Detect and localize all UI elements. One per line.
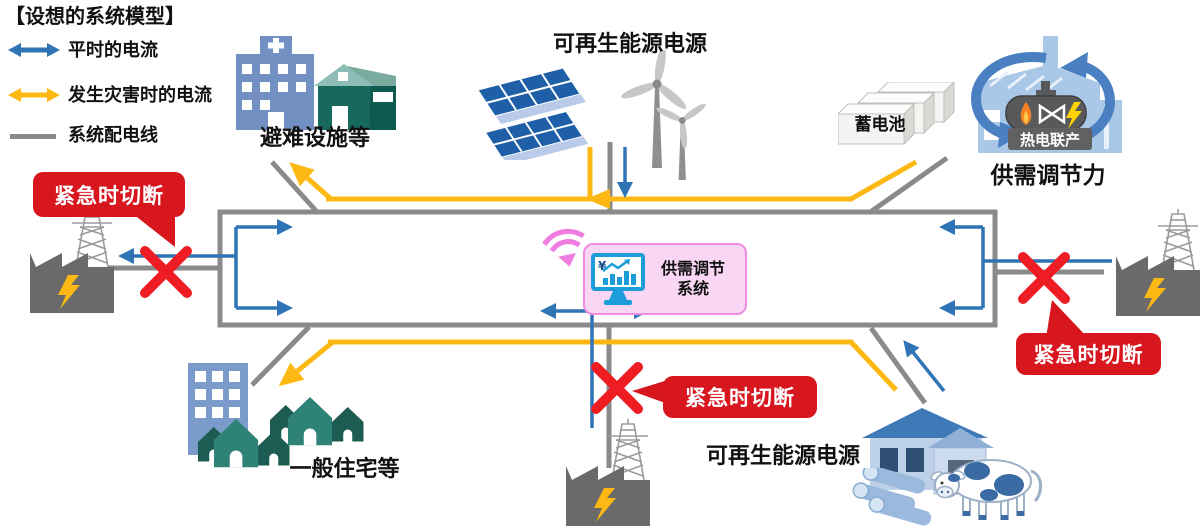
legend-normal-label: 平时的电流	[68, 40, 158, 61]
logs-icon	[852, 468, 932, 526]
residential-icon	[188, 363, 364, 468]
legend-normal-arrow	[8, 43, 60, 57]
page-title: 【设想的系统模型】	[5, 4, 185, 28]
emergency-cutoff-badge-right: 紧急时切断	[1016, 333, 1161, 375]
emergency-cutoff-label: 紧急时切断	[1033, 343, 1144, 367]
wind-turbines-icon	[621, 50, 706, 180]
bolt-icon	[58, 275, 80, 309]
emergency-cutoff-label: 紧急时切断	[54, 183, 164, 208]
legend-line-swatch	[10, 134, 56, 139]
transmission-tower-icon	[608, 419, 648, 481]
house-icon	[258, 431, 290, 466]
monitor-currency: ¥	[598, 259, 607, 273]
shelter-label: 避难设施等	[259, 126, 370, 151]
adjustment-capacity-label: 供需调节力	[990, 163, 1106, 189]
renewable-bottom-label: 可再生能源电源	[705, 444, 860, 469]
cutoff-x-right	[1018, 252, 1070, 304]
house-icon	[214, 419, 259, 468]
legend-line-label: 系统配电线	[68, 125, 158, 146]
residential-label: 一般住宅等	[289, 457, 400, 482]
chp-label: 热电联产	[1019, 130, 1080, 149]
control-system-label-line2: 系统	[676, 279, 709, 298]
bolt-icon	[594, 488, 616, 522]
cow-icon	[930, 459, 1042, 520]
battery-label: 蓄电池	[854, 115, 906, 135]
wind-turbine-large	[621, 50, 687, 168]
factory-icon-left	[30, 206, 114, 313]
cutoff-x-bottom	[591, 362, 643, 414]
solar-panels-icon	[477, 67, 589, 160]
chp-engine	[1005, 81, 1087, 131]
chp-label-badge: 热电联产	[1008, 128, 1092, 150]
bolt-icon	[1066, 102, 1082, 129]
cutoff-x-left	[140, 246, 192, 298]
battery-icon	[838, 82, 955, 146]
control-system-label: 供需调节 系统	[647, 259, 739, 299]
wind-turbine-small	[656, 103, 706, 180]
factory-icon-bottom	[566, 419, 650, 526]
valve-icon	[1038, 103, 1066, 125]
cutoff-x-marks	[140, 246, 1070, 414]
emergency-cutoff-badge-left: 紧急时切断	[33, 172, 185, 217]
gym-icon	[314, 64, 396, 130]
badge-tails	[128, 210, 1088, 404]
distribution-lines	[108, 142, 1104, 468]
emergency-cutoff-label: 紧急时切断	[685, 386, 795, 410]
bolt-icon	[1144, 278, 1166, 312]
transmission-tower-icon	[1158, 209, 1198, 271]
house-icon	[288, 397, 333, 446]
house-icon	[332, 407, 364, 442]
factory-icon-right	[1116, 209, 1200, 316]
shelter-icon	[236, 36, 396, 130]
renewable-top-label: 可再生能源电源	[552, 32, 707, 57]
hospital-icon	[236, 36, 314, 130]
legend-disaster-label: 发生灾害时的电流	[68, 85, 212, 106]
grid-loop-rectangle	[217, 209, 998, 328]
wifi-icon	[542, 228, 585, 267]
apartment-icon	[188, 363, 248, 455]
disaster-flow-junction-arrow	[586, 189, 610, 209]
legend-disaster-arrow	[8, 88, 60, 102]
control-system-label-line1: 供需调节	[660, 259, 725, 278]
monitor-icon: ¥	[591, 253, 645, 305]
emergency-cutoff-badge-bottom: 紧急时切断	[663, 376, 817, 418]
control-system-box: ¥ 供需调节 系统	[583, 243, 747, 315]
